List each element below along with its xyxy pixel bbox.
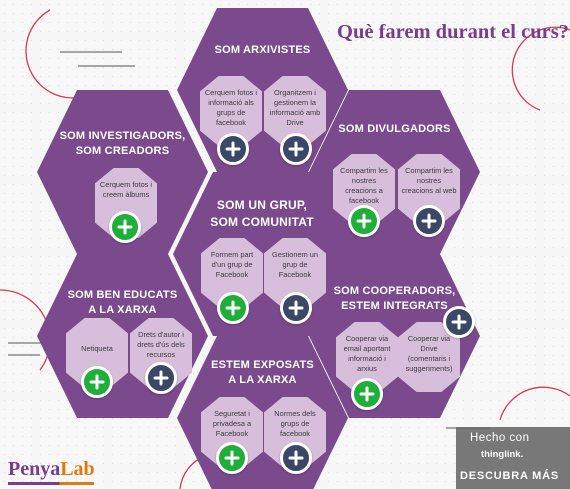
plus-icon[interactable]: [413, 205, 445, 237]
badge-made-with: Hecho con: [470, 432, 530, 444]
hexagon-title-investigadors: SOM INVESTIGADORS,SOM CREADORS: [59, 130, 186, 157]
plus-icon[interactable]: [217, 133, 249, 165]
plus-icon[interactable]: [348, 205, 380, 237]
card-normes-grups: Normes dels grups de facebook: [264, 397, 326, 467]
plus-icon[interactable]: [216, 442, 248, 474]
logo-underline: [8, 482, 94, 485]
plus-icon[interactable]: [280, 133, 312, 165]
plus-icon[interactable]: [81, 366, 113, 398]
hexagon-title-divulgadors: SOM DIVULGADORS: [338, 123, 451, 135]
card-cooperar-drive: Cooperar via Drive (comentaris i suggeri…: [398, 322, 460, 392]
plus-icon[interactable]: [443, 306, 475, 338]
plus-icon[interactable]: [280, 442, 312, 474]
badge-brand: thinglink.: [481, 449, 524, 460]
plus-icon[interactable]: [109, 211, 141, 243]
plus-icon[interactable]: [217, 292, 249, 324]
plus-icon[interactable]: [351, 378, 383, 410]
page-title: Què farem durant el curs?: [337, 21, 569, 43]
plus-icon[interactable]: [145, 362, 177, 394]
penyalab-logo: PenyaLab: [8, 458, 95, 480]
hexagon-title-grup: SOM UN GRUP,SOM COMUNITAT: [210, 198, 314, 229]
badge-discover-more-button[interactable]: DESCUBRA MÁS: [460, 470, 560, 482]
plus-icon[interactable]: [280, 292, 312, 324]
thinglink-badge[interactable]: [456, 427, 570, 489]
hexagon-title-cooperadors: SOM COOPERADORS,ESTEM INTEGRATS: [333, 285, 456, 312]
hexagon-title-arxivistes: SOM ARXIVISTES: [214, 44, 311, 56]
